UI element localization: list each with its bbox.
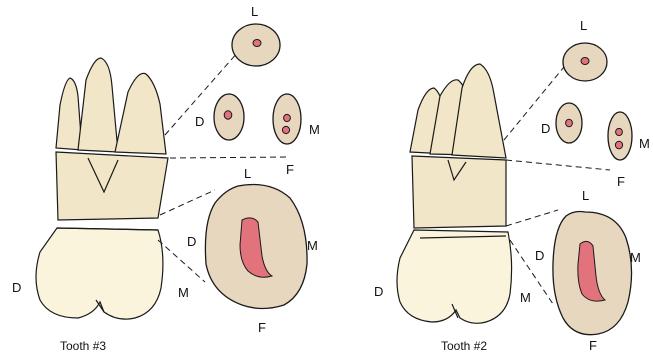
tooth-2-root-palatal	[452, 64, 506, 158]
tooth-2-section-mesial-root	[608, 112, 632, 160]
tooth-3-label-d-mid: D	[195, 114, 204, 129]
tooth-3-guide-lower-b	[158, 240, 205, 282]
tooth-3-canal-mb1	[284, 114, 291, 121]
tooth-3-label-f-bot: F	[258, 320, 266, 335]
tooth-3-canal-distal	[224, 111, 232, 119]
tooth-2-label-m-bot: M	[630, 250, 641, 265]
tooth-2-label-d-mid: D	[541, 121, 550, 136]
tooth-2-label-m-side: M	[520, 290, 531, 305]
tooth-3-cervical-band	[56, 152, 168, 220]
tooth-3-root-mesiobuccal	[78, 58, 118, 152]
tooth-2-canal-distal	[566, 119, 573, 127]
tooth-2-canal-lingual	[581, 58, 589, 65]
tooth-3-section-cervical	[205, 185, 307, 309]
tooth-3-canal-mb2	[282, 126, 289, 133]
tooth-2-label-d-side: D	[374, 284, 383, 299]
tooth-2-roots	[410, 64, 506, 158]
tooth-3-roots	[56, 58, 166, 154]
tooth-3-group: L D M F L D M F D M Tooth #3	[12, 4, 320, 353]
tooth-3-section-distal-root	[214, 94, 244, 140]
tooth-3-label-m-mid: M	[309, 122, 320, 137]
tooth-3-root-palatal	[115, 73, 166, 154]
tooth-2-section-lingual-root	[563, 43, 607, 81]
tooth-2-label-l-bot: L	[582, 188, 589, 203]
tooth-3-canal-lingual	[253, 40, 261, 47]
tooth-3-label-l-bot: L	[244, 166, 251, 181]
tooth-3-caption: Tooth #3	[60, 339, 106, 353]
tooth-2-guide-lower-a	[506, 210, 558, 226]
tooth-3-root-distobuccal	[56, 78, 82, 150]
tooth-2-section-distal-root	[556, 103, 582, 143]
tooth-3-section-mesial-root	[273, 94, 301, 144]
tooth-2-label-l-top: L	[580, 18, 587, 33]
tooth-3-guide-upper-b	[170, 157, 290, 158]
tooth-2-caption: Tooth #2	[441, 339, 487, 353]
tooth-2-guide-lower-b	[510, 240, 553, 304]
tooth-3-label-l-top: L	[251, 4, 258, 19]
tooth-3-guide-lower-a	[160, 190, 215, 215]
tooth-2-group: L D M F L D M F D M Tooth #2	[374, 18, 650, 353]
tooth-2-cervical-band	[412, 156, 506, 228]
tooth-2-label-f-bot: F	[589, 338, 597, 353]
tooth-2-guide-upper-b	[506, 160, 610, 170]
tooth-2-label-f-mid: F	[617, 174, 625, 189]
tooth-3-section-lingual-root	[232, 24, 280, 66]
tooth-2-canal-mb1	[616, 128, 623, 135]
tooth-3-label-m-bot: M	[307, 238, 318, 253]
tooth-2-section-cervical	[553, 212, 632, 335]
tooth-3-label-d-bot: D	[187, 234, 196, 249]
tooth-3-label-d-side: D	[12, 280, 21, 295]
tooth-2-label-m-mid: M	[639, 136, 650, 151]
tooth-3-label-f-mid: F	[286, 162, 294, 177]
tooth-3-label-m-side: M	[178, 285, 189, 300]
tooth-2-canal-mb2	[615, 141, 622, 149]
tooth-2-label-d-bot: D	[535, 248, 544, 263]
